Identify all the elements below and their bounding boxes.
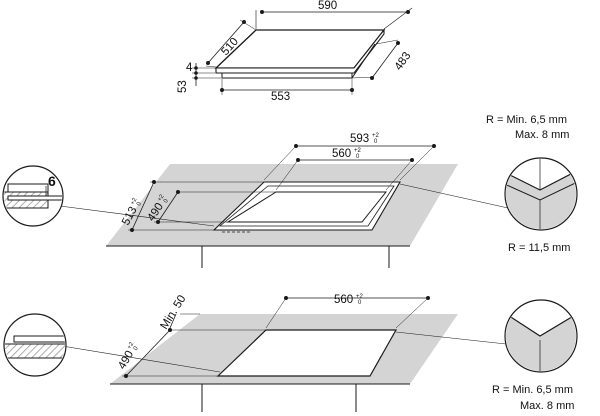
rebate-inner-step: [218, 185, 395, 227]
svg-text:+2: +2: [354, 148, 362, 154]
dim-line-490-standard: [125, 329, 171, 377]
label-53: 53: [177, 80, 189, 93]
dim-line-490-flush: [157, 191, 179, 223]
dim-line-min50: [169, 313, 177, 329]
label-593: 593: [350, 133, 369, 145]
detail-circle-standard-left: [3, 313, 67, 377]
svg-text:0: 0: [358, 300, 362, 306]
cutout-standard: [216, 329, 398, 377]
svg-text:+2: +2: [356, 294, 364, 300]
dim-line-510: [207, 21, 245, 64]
detail-circle-standard-right: R = Min. 6,5 mm Max. 8 mm: [492, 299, 578, 412]
label-553: 553: [271, 91, 290, 103]
label-590: 590: [318, 0, 337, 12]
label-560-standard: 560: [334, 294, 353, 306]
svg-text:+2: +2: [157, 193, 166, 203]
svg-text:0: 0: [133, 345, 140, 351]
note-r-min-flush: R = Min. 6,5 mm: [486, 114, 567, 126]
svg-text:0: 0: [374, 139, 378, 145]
top-hob-view: [192, 7, 413, 95]
label-flush-depth: 6: [48, 173, 56, 189]
note-max-flush: Max. 8 mm: [515, 129, 569, 141]
flush-cutout-view: [59, 144, 509, 268]
hob-underside: [221, 43, 376, 79]
standard-cutout-view: [61, 296, 507, 412]
svg-text:+2: +2: [130, 197, 139, 206]
svg-text:0: 0: [163, 198, 170, 205]
hob-glass-edge: [215, 28, 385, 74]
detail-circle-flush-left: 6: [2, 165, 64, 227]
cutout-through: [226, 191, 388, 223]
label-483: 483: [393, 50, 414, 73]
dim-line-513: [131, 181, 155, 231]
svg-text:+2: +2: [127, 341, 136, 350]
svg-text:0: 0: [136, 201, 143, 207]
svg-text:+2: +2: [372, 133, 380, 139]
label-4: 4: [186, 62, 193, 74]
svg-text:0: 0: [356, 154, 360, 160]
label-560-flush: 560: [332, 148, 351, 160]
note-r-inner: R = 11,5 mm: [508, 242, 570, 254]
detail-circle-flush-right: R = Min. 6,5 mm Max. 8 mm R = 11,5 mm: [486, 114, 578, 254]
label-min50: Min. 50: [158, 293, 188, 331]
note-max-standard: Max. 8 mm: [520, 400, 574, 412]
note-r-min-standard: R = Min. 6,5 mm: [492, 384, 573, 396]
dim-line-483: [371, 42, 399, 79]
